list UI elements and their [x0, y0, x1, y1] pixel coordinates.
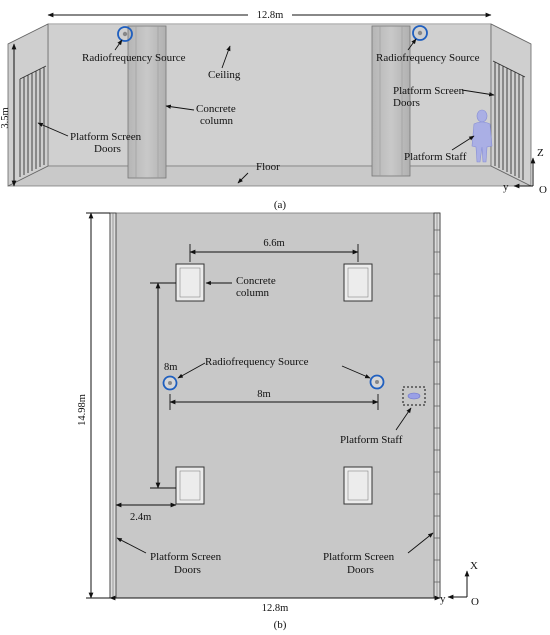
- axis-y-label: y: [503, 181, 509, 193]
- psd-right-plan-label-line2: Doors: [347, 564, 374, 576]
- concrete-column-plan-label-line2: column: [236, 287, 269, 299]
- caption-b: (b): [274, 619, 287, 631]
- dimension-14-98m-label: 14.98m: [77, 394, 88, 426]
- axis-z-label: Z: [537, 147, 544, 159]
- platform-floor: [109, 212, 441, 599]
- psd-right-plan-label-line1: Platform Screen: [323, 551, 395, 563]
- axis-x-label-b: X: [470, 560, 478, 572]
- platform-screen-doors-left: [19, 65, 47, 177]
- floor-label: Floor: [256, 161, 280, 173]
- platform-screen-doors-right: [492, 60, 526, 180]
- rf-source-label-left: Radiofrequency Source: [82, 52, 186, 64]
- psd-left-plan-label-line1: Platform Screen: [150, 551, 222, 563]
- axis-origin-label: O: [539, 184, 547, 196]
- dimension-8m-horizontal-label: 8m: [257, 389, 270, 400]
- dimension-12-8m-label: 12.8m: [262, 603, 289, 614]
- dimension-6-6m-label: 6.6m: [263, 238, 284, 249]
- platform-staff-plan-icon: [402, 386, 426, 406]
- ceiling-label: Ceiling: [208, 69, 241, 81]
- dimension-8m-vertical-label: 8m: [164, 362, 177, 373]
- radiofrequency-source-plan-right-icon: [369, 374, 385, 390]
- axis-origin-label-b: O: [471, 596, 479, 608]
- platform-staff-plan-label: Platform Staff: [340, 434, 403, 446]
- concrete-column-right: [371, 25, 411, 177]
- concrete-column-plan-bottom-left: [175, 466, 205, 505]
- panel-b: 6.6m 8m 8m Radiofrequency Source Concret…: [77, 212, 479, 631]
- concrete-column-label-line1: Concrete: [196, 103, 236, 115]
- concrete-column-plan-top-right: [343, 263, 373, 302]
- concrete-column-plan-label-line1: Concrete: [236, 275, 276, 287]
- axes-indicator-a: Z y O: [503, 147, 547, 196]
- platform-staff-label: Platform Staff: [404, 151, 467, 163]
- concrete-column-plan-top-left: [175, 263, 205, 302]
- width-dimension-label: 12.8m: [257, 10, 284, 21]
- psd-left-label-line1: Platform Screen: [70, 131, 142, 143]
- psd-right-label-line2: Doors: [393, 97, 420, 109]
- rf-source-plan-label: Radiofrequency Source: [205, 356, 309, 368]
- radiofrequency-source-plan-left-icon: [162, 375, 178, 391]
- psd-left-label-line2: Doors: [94, 143, 121, 155]
- psd-right-label-line1: Platform Screen: [393, 85, 465, 97]
- concrete-column-plan-bottom-right: [343, 466, 373, 505]
- platform-screen-doors-right-plan: [433, 212, 441, 599]
- platform-screen-doors-left-plan: [109, 212, 117, 599]
- axes-indicator-b: X y O: [440, 560, 479, 608]
- caption-a: (a): [274, 199, 287, 211]
- concrete-column-label-line2: column: [200, 115, 233, 127]
- axis-y-label-b: y: [440, 593, 446, 605]
- rf-source-label-right: Radiofrequency Source: [376, 52, 480, 64]
- dimension-2-4m-label: 2.4m: [130, 512, 151, 523]
- concrete-column-left: [127, 25, 167, 179]
- panel-a: 12.8m 3.5m: [0, 8, 547, 211]
- psd-left-plan-label-line2: Doors: [174, 564, 201, 576]
- platform-staff-figure: [471, 109, 493, 163]
- radiofrequency-source-left-icon: [117, 26, 133, 42]
- radiofrequency-source-right-icon: [412, 25, 428, 41]
- height-dimension-label: 3.5m: [0, 107, 11, 128]
